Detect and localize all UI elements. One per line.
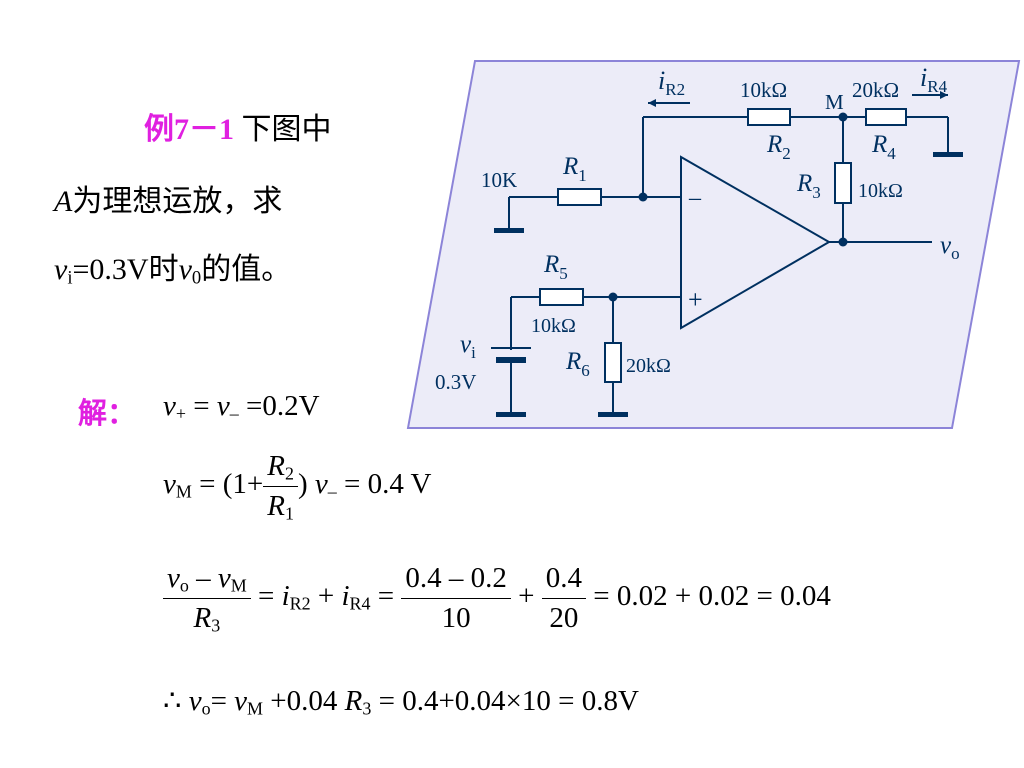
opamp-triangle <box>680 155 831 330</box>
problem-line-2: A为理想运放，求 <box>54 185 283 218</box>
label-r3-value: 10kΩ <box>858 180 903 202</box>
label-r6-value: 20kΩ <box>626 355 671 377</box>
resistor-r4 <box>865 108 907 126</box>
label-vi: vi <box>460 331 476 362</box>
problem-line-1: 例7－1 下图中 <box>144 113 332 146</box>
circuit-diagram: iR2 10kΩ M 20kΩ iR4 R2 R4 10K R1 R3 10kΩ… <box>406 60 1021 429</box>
label-node-m: M <box>825 90 844 114</box>
label-r2-value: 10kΩ <box>740 78 787 102</box>
resistor-r6 <box>604 342 622 383</box>
problem-line-3: vi=0.3V时v0的值。 <box>54 253 292 289</box>
label-minus: – <box>688 185 702 211</box>
equation-4: ∴ vo= vM +0.04 R3 = 0.4+0.04×10 = 0.8V <box>163 685 639 719</box>
label-ir4: iR4 <box>920 63 948 96</box>
label-vi-value: 0.3V <box>435 370 476 394</box>
resistor-r1 <box>557 188 602 206</box>
label-r1-left: 10K <box>481 168 517 192</box>
label-r2: R2 <box>766 131 791 163</box>
label-vo: vo <box>940 232 960 263</box>
label-r6: R6 <box>565 348 590 380</box>
problem-label: 例7－1 <box>144 113 234 146</box>
resistor-r5 <box>539 288 584 306</box>
label-plus: + <box>688 285 703 314</box>
solution-label: 解： <box>78 398 137 430</box>
equation-1: v+ = v– =0.2V <box>163 390 320 424</box>
label-r1: R1 <box>562 153 587 185</box>
label-r3: R3 <box>796 170 821 202</box>
circuit-resistors <box>539 108 907 383</box>
resistor-r2 <box>747 108 791 126</box>
label-r4-value: 20kΩ <box>852 78 899 102</box>
resistor-r3 <box>834 162 852 204</box>
label-r4: R4 <box>871 131 896 163</box>
label-r5: R5 <box>543 251 568 283</box>
label-ir2: iR2 <box>658 66 685 99</box>
circuit-marks <box>494 91 963 417</box>
label-r5-value: 10kΩ <box>531 315 576 337</box>
